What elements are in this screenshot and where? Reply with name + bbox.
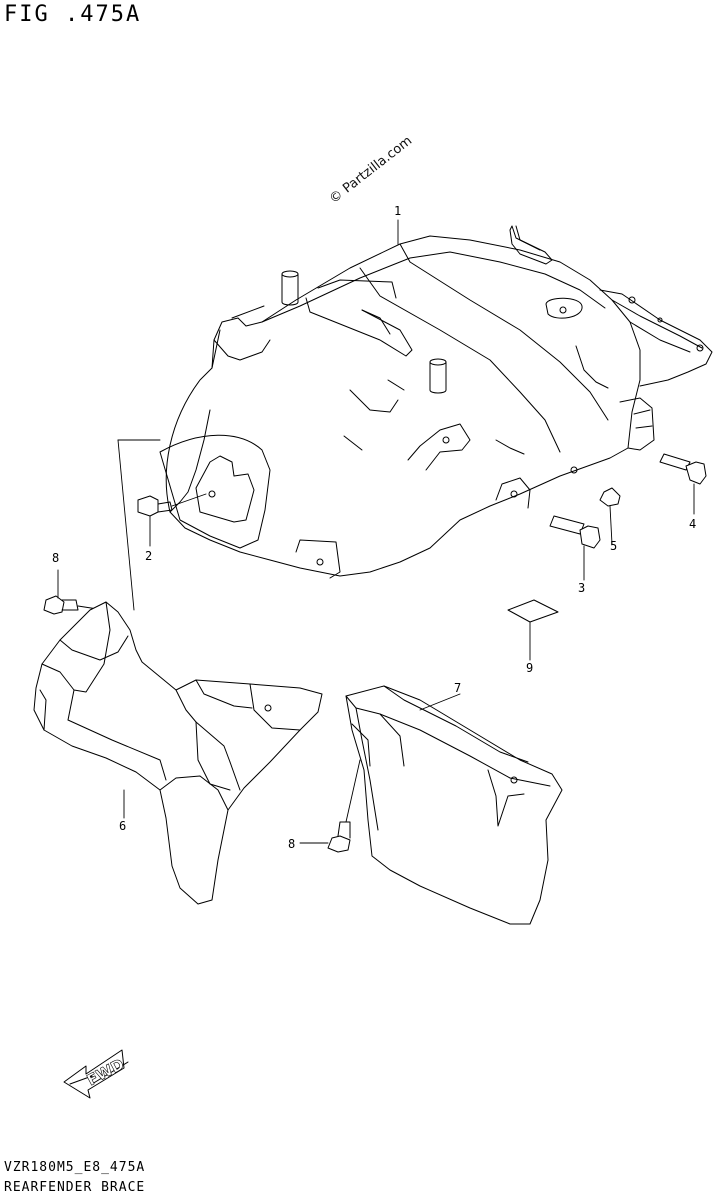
callout-4: 4: [689, 517, 697, 531]
figure-name: REARFENDER BRACE: [4, 1180, 146, 1195]
callout-8-lower: 8: [288, 837, 296, 851]
callout-2: 2: [145, 549, 153, 563]
callout-6: 6: [119, 819, 127, 833]
figure-title: FIG .475A: [4, 2, 142, 27]
callout-9: 9: [526, 661, 534, 675]
figure-code: VZR180M5_E8_475A: [4, 1160, 146, 1175]
fwd-arrow-icon: FWD: [63, 1049, 129, 1099]
nut-5-part: [599, 487, 621, 545]
callout-5: 5: [610, 539, 618, 553]
callout-3: 3: [578, 581, 586, 595]
brace-6-part: [33, 439, 323, 905]
bolt-8-upper-part: [43, 569, 105, 615]
callout-1: 1: [394, 204, 402, 218]
bolt-2-part: [137, 493, 207, 547]
bolt-4-part: [659, 453, 707, 515]
shield-7-part: [345, 685, 563, 925]
callout-8-upper: 8: [52, 551, 60, 565]
rear-fender-part: [159, 225, 713, 579]
pad-9-part: [507, 599, 559, 661]
bolt-8-lower-part: [299, 759, 361, 853]
callout-7: 7: [454, 681, 462, 695]
fwd-label: FWD: [84, 1055, 127, 1089]
bolt-3-part: [549, 515, 601, 581]
